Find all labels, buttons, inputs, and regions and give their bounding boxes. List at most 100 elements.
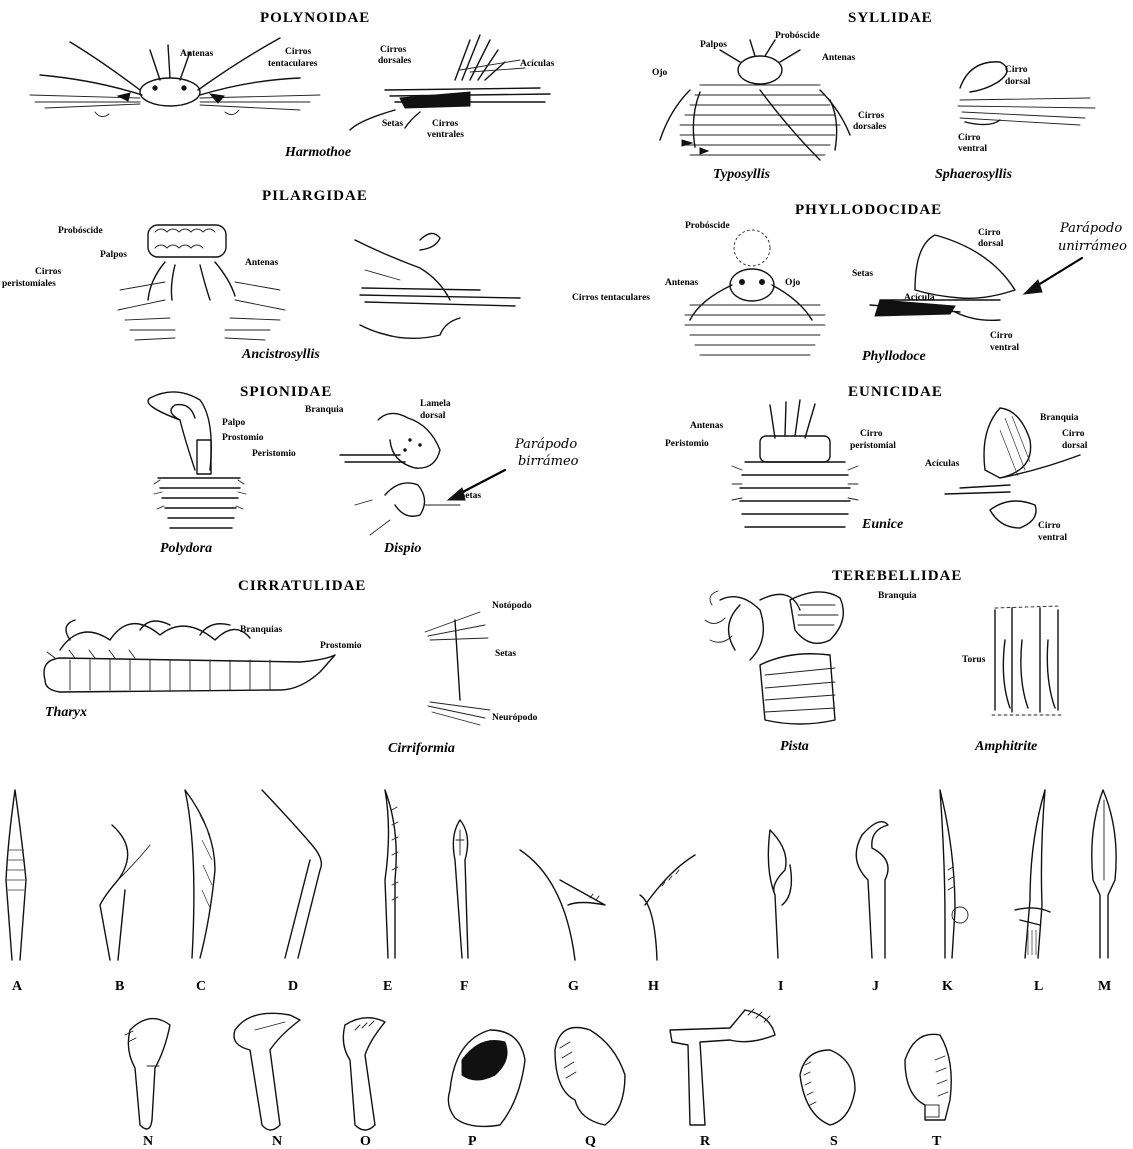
panel-pilargidae: PILARGIDAE Probóscide Palpos Antenas Cir…	[2, 188, 520, 362]
letter-p: P	[468, 1134, 477, 1149]
genus-harmothoe: Harmothoe	[284, 145, 351, 160]
label-notopodo: Notópodo	[492, 601, 532, 611]
seta-a-drawing	[6, 790, 26, 960]
letter-d: D	[288, 979, 298, 994]
label-cirro-ventral-1: Cirro	[958, 133, 981, 143]
panel-syllidae: SYLLIDAE Palpos Probóscide Antenas Ojo C…	[652, 10, 1095, 182]
label-cirro-ventral-eun-1: Cirro	[1038, 521, 1061, 531]
genus-ancistrosyllis: Ancistrosyllis	[241, 347, 320, 362]
genus-eunice: Eunice	[861, 517, 903, 532]
label-cirro-ventral-2: ventral	[958, 144, 987, 154]
genus-sphaerosyllis: Sphaerosyllis	[935, 167, 1013, 182]
label-torus: Torus	[962, 655, 986, 665]
eunice-drawing	[732, 400, 858, 527]
label-parapodo-birrameo-2: birrámeo	[518, 454, 579, 469]
letter-c: C	[196, 979, 206, 994]
seta-i-drawing	[768, 830, 791, 958]
panel-cirratulidae: CIRRATULIDAE Branquias Prostomio Tharyx …	[44, 578, 538, 756]
letter-e: E	[383, 979, 392, 994]
label-branquia-ter: Branquia	[878, 591, 917, 601]
panel-polynoidae: POLYNOIDAE Antenas Cirros tentaculares C…	[30, 10, 555, 160]
family-title: POLYNOIDAE	[260, 10, 370, 26]
label-cirros-ventrales-1: Cirros	[432, 119, 459, 129]
label-branquia-eun: Branquia	[1040, 413, 1079, 423]
label-parapodo-unirrameo-1: Parápodo	[1059, 221, 1122, 236]
label-acicula-phy: Acícula	[904, 293, 935, 303]
genus-tharyx: Tharyx	[45, 705, 87, 720]
letter-o: O	[360, 1134, 371, 1149]
family-title: PHYLLODOCIDAE	[795, 202, 942, 218]
tharyx-drawing	[44, 620, 335, 692]
label-parapodo-birrameo-1: Parápodo	[514, 437, 577, 452]
label-cirro-dorsal-phy-2: dorsal	[978, 239, 1004, 249]
panel-spionidae: SPIONIDAE Palpo Prostomio Peristomio Pol…	[148, 384, 579, 556]
label-cirro-dorsal-phy-1: Cirro	[978, 228, 1001, 238]
seta-e-drawing	[385, 790, 398, 958]
panel-phyllodocidae: PHYLLODOCIDAE Probóscide Antenas Ojo Cir…	[572, 202, 1127, 364]
family-title: CIRRATULIDAE	[238, 578, 366, 594]
ancistrosyllis-parapodium-drawing	[355, 233, 520, 338]
seta-c-drawing	[185, 790, 215, 958]
label-cirro-dorsal-eun-2: dorsal	[1062, 441, 1088, 451]
label-proboscide: Probóscide	[775, 31, 820, 41]
label-cirros-dorsales-1: Cirros	[380, 45, 407, 55]
letter-t: T	[932, 1134, 942, 1149]
label-antenas-syllis: Antenas	[822, 53, 856, 63]
uncinus-s-drawing	[800, 1050, 855, 1125]
label-antenas-phy: Antenas	[665, 278, 699, 288]
polydora-drawing	[148, 392, 246, 528]
amphitrite-drawing	[992, 606, 1062, 715]
label-cirros-ventrales-2: ventrales	[427, 130, 464, 140]
label-antenas-eun: Antenas	[690, 421, 724, 431]
letter-k: K	[942, 979, 953, 994]
letter-j: J	[872, 979, 879, 994]
hook-n2-drawing	[234, 1013, 300, 1130]
label-cirro-ventral-eun-2: ventral	[1038, 533, 1067, 543]
seta-k-drawing	[940, 790, 968, 958]
label-ojo: Ojo	[652, 68, 668, 78]
letter-g: G	[568, 979, 579, 994]
label-cirros-peristomiales-2: peristomiales	[2, 279, 56, 289]
label-cirro-dorsal-2: dorsal	[1005, 77, 1031, 87]
uncinus-t-drawing	[905, 1034, 951, 1120]
label-ojo-phy: Ojo	[785, 278, 801, 288]
label-setas-cir: Setas	[495, 649, 516, 659]
label-peristomio-spi: Peristomio	[252, 449, 296, 459]
letter-h: H	[648, 979, 659, 994]
label-aciculas-eun: Acículas	[925, 459, 960, 469]
setae-row-2	[125, 1009, 951, 1130]
arrow-head	[1024, 280, 1042, 294]
seta-d-drawing	[262, 790, 321, 958]
letter-n: N	[143, 1134, 153, 1149]
label-cirro-ventral-phy-1: Cirro	[990, 331, 1013, 341]
label-cirro-peristomial-2: peristomial	[850, 441, 896, 451]
uncinus-r-drawing	[670, 1009, 775, 1125]
letter-q: Q	[585, 1134, 596, 1149]
family-title: SPIONIDAE	[240, 384, 332, 400]
family-title: PILARGIDAE	[262, 188, 368, 204]
seta-m-drawing	[1092, 790, 1116, 958]
label-antenas-pil: Antenas	[245, 258, 279, 268]
label-cirros-tentaculares-2: tentaculares	[268, 59, 318, 69]
label-setas: Setas	[382, 119, 403, 129]
seta-l-drawing	[1015, 790, 1050, 958]
label-cirros-tentaculares-1: Cirros	[285, 47, 312, 57]
label-palpo: Palpo	[222, 418, 245, 428]
letter-r: R	[700, 1134, 711, 1149]
genus-cirriformia: Cirriformia	[388, 741, 455, 756]
ancistrosyllis-head-drawing	[118, 225, 285, 340]
letter-i: I	[778, 979, 783, 994]
label-neuropodo: Neurópodo	[492, 713, 538, 723]
letter-a: A	[12, 979, 23, 994]
setae-letters-row-2: N N O P Q R S T	[143, 1134, 942, 1149]
label-cirro-peristomial-1: Cirro	[860, 429, 883, 439]
label-proboscide-pil: Probóscide	[58, 226, 103, 236]
family-title: EUNICIDAE	[848, 384, 943, 400]
label-prostomio-cir: Prostomio	[320, 641, 362, 651]
label-cirros-dorsales-syl-2: dorsales	[853, 122, 887, 132]
setae-letters-row-1: A B C D E F G H I J K L M	[12, 979, 1111, 994]
label-cirros-tentaculares-phy: Cirros tentaculares	[572, 293, 650, 303]
panel-eunicidae: EUNICIDAE Antenas Peristomio Cirro peris…	[665, 384, 1088, 543]
label-lamela-dorsal-1: Lamela	[420, 399, 451, 409]
